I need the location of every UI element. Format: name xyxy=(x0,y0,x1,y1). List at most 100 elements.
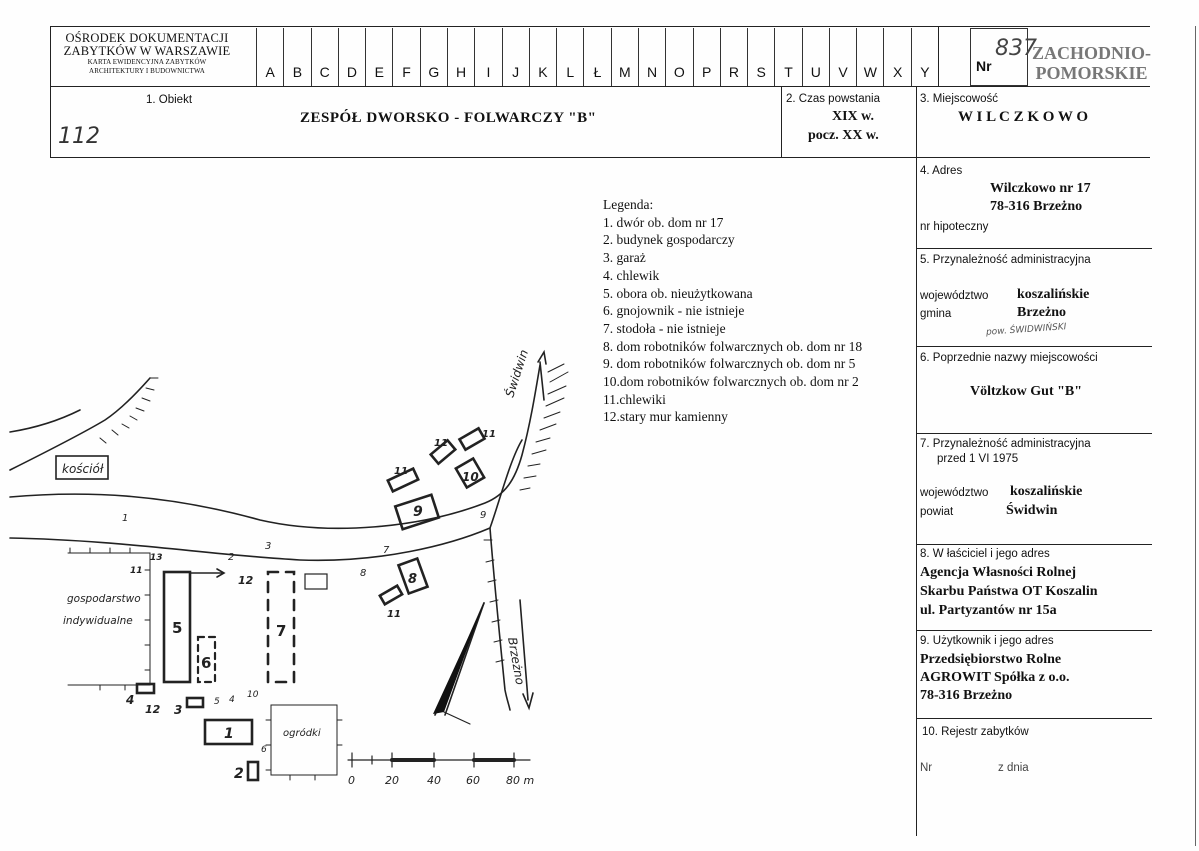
przynaleznosc-label: 5. Przynależność administracyjna xyxy=(920,254,1091,266)
road-upper-edge xyxy=(9,364,541,530)
label-wall-6: 6 xyxy=(261,745,267,755)
plot-ogrodki xyxy=(270,704,338,776)
label-11b: 11 xyxy=(434,438,448,449)
label-1: 1 xyxy=(224,726,234,742)
scale-80: 80 m xyxy=(506,774,534,787)
przed-label1: 7. Przynależność administracyjna xyxy=(920,438,1091,450)
wojewodztwo-label: województwo xyxy=(920,290,989,302)
legend-title: Legenda: xyxy=(603,197,654,212)
frame-right xyxy=(1195,26,1196,846)
index-letter: A xyxy=(256,28,283,86)
rejestr-nr: Nr xyxy=(920,762,933,774)
sep-5 xyxy=(916,248,1152,249)
building-7 xyxy=(266,570,296,684)
powiat-value: Świdwin xyxy=(1006,503,1058,518)
hatch-brzezno xyxy=(483,539,505,663)
poprzednie-value: Völtzkow Gut "B" xyxy=(970,384,1082,399)
nr-handwritten: 837 xyxy=(995,36,1037,61)
index-letter: C xyxy=(310,28,338,86)
obiekt-value: ZESPÓŁ DWORSKO - FOLWARCZY "B" xyxy=(300,110,597,126)
building-5 xyxy=(162,570,192,684)
legend-item: 2. budynek gospodarczy xyxy=(603,232,735,248)
plot-hatch xyxy=(69,547,151,691)
church-road xyxy=(9,377,151,471)
wojewodztwo-value: koszalińskie xyxy=(1017,287,1090,302)
index-letter: H xyxy=(446,28,474,86)
uzytkownik-value2: AGROWIT Spółka z o.o. xyxy=(920,670,1070,685)
building-11d xyxy=(378,583,404,607)
road-lower-edge xyxy=(9,526,511,711)
hatch-church xyxy=(99,377,159,444)
uzytkownik-value3: 78-316 Brzeżno xyxy=(920,688,1013,703)
index-letter: R xyxy=(719,28,747,86)
legend-item: 7. stodoła - nie istnieje xyxy=(603,320,726,336)
wlasciciel-value2: Skarbu Państwa OT Koszalin xyxy=(920,584,1098,599)
index-letter: O xyxy=(665,28,692,86)
label-wall-1: 1 xyxy=(122,513,128,524)
label-9: 9 xyxy=(413,504,423,520)
label-3: 3 xyxy=(174,703,182,717)
building-small-shed xyxy=(304,573,328,590)
adres-value1: Wilczkowo nr 17 xyxy=(990,181,1091,196)
label-11a: 11 xyxy=(394,466,408,477)
index-letter: T xyxy=(774,28,801,86)
scale-60: 60 xyxy=(466,774,480,787)
sep-6 xyxy=(916,346,1152,347)
poprzednie-label: 6. Poprzednie nazwy miejscowości xyxy=(920,352,1098,364)
institution-line2: ZABYTKÓW W WARSZAWIE xyxy=(63,44,231,59)
building-9 xyxy=(393,493,441,531)
gospodarstwo-label1: gospodarstwo xyxy=(67,593,141,605)
index-letter: N xyxy=(637,28,665,86)
index-letter: P xyxy=(692,28,720,86)
obiekt-label: 1. Obiekt xyxy=(146,94,193,106)
label-11d: 11 xyxy=(387,609,401,620)
title-row-bottom-line xyxy=(50,157,1150,158)
label-wall-3: 3 xyxy=(265,541,271,552)
label-wall-9: 9 xyxy=(480,510,486,521)
swidwin-label: Świdwin xyxy=(502,348,531,399)
label-11c: 11 xyxy=(482,429,496,440)
index-letter: L xyxy=(556,28,583,86)
index-letter: E xyxy=(365,28,392,86)
gospodarstwo-label2: indywidualne xyxy=(63,615,133,627)
institution-line4: ARCHITEKTURY I BUDOWNICTWA xyxy=(89,66,205,75)
sep-8 xyxy=(916,544,1152,545)
adres-label: 4. Adres xyxy=(920,165,963,177)
index-letter: K xyxy=(528,28,556,86)
obiekt-handwritten: 112 xyxy=(58,124,100,149)
institution-line1: OŚRODEK DOKUMENTACJI xyxy=(65,31,229,45)
gmina-value: Brzeżno xyxy=(1017,305,1066,320)
label-12a: 12 xyxy=(238,574,254,587)
ogrodki-hatch xyxy=(265,719,343,781)
ogrodki-label: ogródki xyxy=(283,727,321,739)
legend-item: 3. garaż xyxy=(603,250,646,266)
wall-12-head xyxy=(216,568,226,578)
miejscowosc-label: 3. Miejscowość xyxy=(920,93,998,105)
legend-item: 9. dom robotników folwarcznych ob. dom n… xyxy=(603,356,856,372)
scale-ticks xyxy=(351,752,515,768)
swidwin-arrow-head xyxy=(537,349,547,365)
legend-item: 11.chlewiki xyxy=(603,391,666,407)
wlasciciel-label: 8. W łaściciel i jego adres xyxy=(920,548,1050,560)
right-column-line xyxy=(916,86,917,836)
gmina-label: gmina xyxy=(920,308,952,320)
building-6 xyxy=(196,635,217,684)
road-east-inner xyxy=(489,439,523,529)
wlasciciel-value3: ul. Partyzantów nr 15a xyxy=(920,603,1057,618)
miejscowosc-value: W I L C Z K O W O xyxy=(958,109,1089,125)
label-wall-5: 5 xyxy=(214,697,220,707)
nr-box xyxy=(970,28,1028,86)
index-letter: Ł xyxy=(583,28,610,86)
building-11c xyxy=(457,426,487,452)
index-letter: G xyxy=(419,28,447,86)
index-letter: F xyxy=(392,28,419,86)
brzezno-arrow-head xyxy=(522,692,534,711)
sep-10 xyxy=(916,718,1152,719)
building-1 xyxy=(203,718,254,746)
sep-9 xyxy=(916,630,1152,631)
index-letter: B xyxy=(283,28,310,86)
index-letter: W xyxy=(856,28,883,86)
north-arrow-tail xyxy=(443,711,471,725)
plot-gospodarstwo xyxy=(67,552,151,686)
